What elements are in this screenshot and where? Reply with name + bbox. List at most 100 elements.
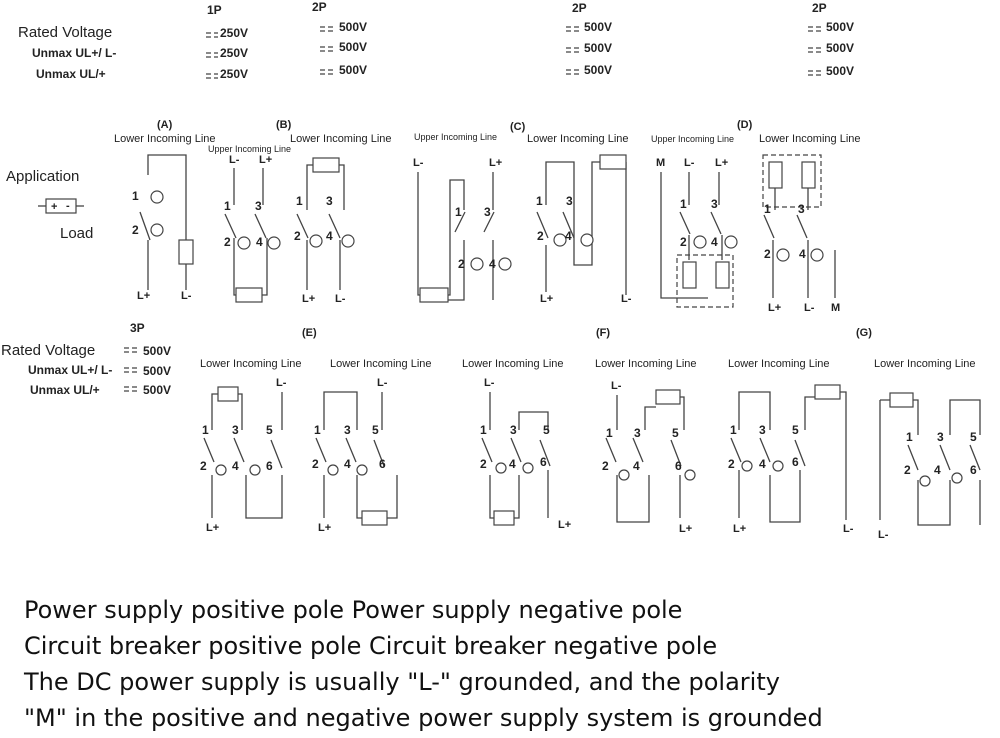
svg-text:5: 5 xyxy=(372,423,379,437)
terminal-lplus: L+ xyxy=(302,293,315,305)
diagram-b: (B) Upper Incoming Line Lower Incoming L… xyxy=(208,119,392,305)
unmax-neg-label: Unmax UL/+ xyxy=(36,67,106,81)
incoming-line-label: Lower Incoming Line xyxy=(874,358,976,370)
terminal-m: M xyxy=(831,302,840,314)
svg-text:3: 3 xyxy=(798,202,805,216)
pole-count: 2P xyxy=(812,1,827,15)
dc-symbol xyxy=(206,52,218,58)
svg-text:6: 6 xyxy=(540,455,547,469)
terminal-lplus: L+ xyxy=(206,522,219,534)
svg-text:2: 2 xyxy=(602,459,609,473)
unmax-neg-label-3p: Unmax UL/+ xyxy=(30,383,100,397)
dc-symbol xyxy=(320,26,335,32)
unmax-pos-label-3p: Unmax UL+/ L- xyxy=(28,363,112,377)
svg-text:1: 1 xyxy=(764,202,771,216)
rated-voltage-value: 500V xyxy=(584,20,612,34)
svg-text:1: 1 xyxy=(132,189,139,203)
svg-text:6: 6 xyxy=(792,455,799,469)
svg-text:2: 2 xyxy=(728,457,735,471)
svg-text:3: 3 xyxy=(937,430,944,444)
svg-text:1: 1 xyxy=(314,423,321,437)
svg-text:1: 1 xyxy=(536,194,543,208)
pole-count: 1P xyxy=(207,3,222,17)
svg-text:4: 4 xyxy=(256,235,263,249)
dc-symbol xyxy=(566,26,580,32)
incoming-line-label: Lower Incoming Line xyxy=(595,358,697,370)
note-line: Power supply positive pole Power supply … xyxy=(24,596,683,624)
terminal-lminus: L- xyxy=(377,377,388,389)
svg-text:4: 4 xyxy=(759,457,766,471)
svg-text:3: 3 xyxy=(344,423,351,437)
unmax-neg-value: 500V xyxy=(826,64,854,78)
svg-text:2: 2 xyxy=(200,459,207,473)
incoming-line-label: Lower Incoming Line xyxy=(527,133,629,145)
unmax-neg-value: 500V xyxy=(584,63,612,77)
svg-text:6: 6 xyxy=(379,457,386,471)
svg-text:2: 2 xyxy=(458,257,465,271)
dc-symbol xyxy=(320,69,335,75)
rated-voltage-label-3p: Rated Voltage xyxy=(1,342,95,359)
svg-text:3: 3 xyxy=(484,205,491,219)
svg-text:1: 1 xyxy=(480,423,487,437)
note-line: The DC power supply is usually "L-" grou… xyxy=(24,668,780,696)
note-line: Circuit breaker positive pole Circuit br… xyxy=(24,632,718,660)
svg-text:1: 1 xyxy=(730,423,737,437)
svg-text:6: 6 xyxy=(970,463,977,477)
rated-voltage-value-3p: 500V xyxy=(143,344,171,358)
diagram-e: (E) Lower Incoming Line Lower Incoming L… xyxy=(200,327,432,534)
incoming-line-label: Upper Incoming Line xyxy=(651,134,734,144)
pole-count: 2P xyxy=(572,1,587,15)
svg-text:4: 4 xyxy=(344,457,351,471)
rated-voltage-value: 500V xyxy=(826,20,854,34)
svg-text:4: 4 xyxy=(565,229,572,243)
svg-text:1: 1 xyxy=(606,426,613,440)
terminal-lplus: L+ xyxy=(137,290,150,302)
svg-text:4: 4 xyxy=(489,257,496,271)
svg-text:3: 3 xyxy=(759,423,766,437)
rating-column-2p-c: 2P 500V 500V 500V xyxy=(808,1,854,78)
svg-text:3: 3 xyxy=(711,197,718,211)
svg-text:2: 2 xyxy=(480,457,487,471)
svg-text:2: 2 xyxy=(294,229,301,243)
svg-text:5: 5 xyxy=(792,423,799,437)
svg-text:4: 4 xyxy=(509,457,516,471)
rating-column-2p-b: 2P 500V 500V 500V xyxy=(566,1,612,77)
pole-count-3p: 3P xyxy=(130,321,145,335)
dc-symbol xyxy=(124,367,140,373)
terminal-lminus: L- xyxy=(335,293,346,305)
terminal-lplus: L+ xyxy=(715,157,728,169)
svg-text:2: 2 xyxy=(537,229,544,243)
incoming-line-label: Lower Incoming Line xyxy=(200,358,302,370)
load-minus: - xyxy=(66,200,70,212)
note-line: "M" in the positive and negative power s… xyxy=(24,704,823,732)
svg-text:1: 1 xyxy=(224,199,231,213)
incoming-line-label: Lower Incoming Line xyxy=(330,358,432,370)
rated-voltage-value: 250V xyxy=(220,26,248,40)
terminal-lminus: L- xyxy=(229,154,240,166)
load-plus: + xyxy=(51,201,57,213)
dc-symbol xyxy=(566,47,580,53)
terminal-lminus: L- xyxy=(621,293,632,305)
svg-text:2: 2 xyxy=(224,235,231,249)
incoming-line-label: Lower Incoming Line xyxy=(462,358,564,370)
terminal-lplus: L+ xyxy=(489,157,502,169)
terminal-lplus: L+ xyxy=(679,523,692,535)
diagram-label: (E) xyxy=(302,327,317,339)
notes-block: Power supply positive pole Power supply … xyxy=(24,592,984,736)
terminal-lminus: L- xyxy=(684,157,695,169)
svg-text:3: 3 xyxy=(510,423,517,437)
dc-symbol xyxy=(124,386,140,392)
unmax-neg-value-3p: 500V xyxy=(143,383,171,397)
svg-text:4: 4 xyxy=(326,229,333,243)
svg-text:5: 5 xyxy=(543,423,550,437)
dc-symbol xyxy=(808,26,822,32)
terminal-lplus: L+ xyxy=(733,523,746,535)
pole-count: 2P xyxy=(312,0,327,14)
terminal-lminus: L- xyxy=(413,157,424,169)
unmax-pos-value: 500V xyxy=(584,41,612,55)
diagram-label: (B) xyxy=(276,119,292,131)
unmax-neg-value: 500V xyxy=(339,63,367,77)
svg-text:1: 1 xyxy=(680,197,687,211)
